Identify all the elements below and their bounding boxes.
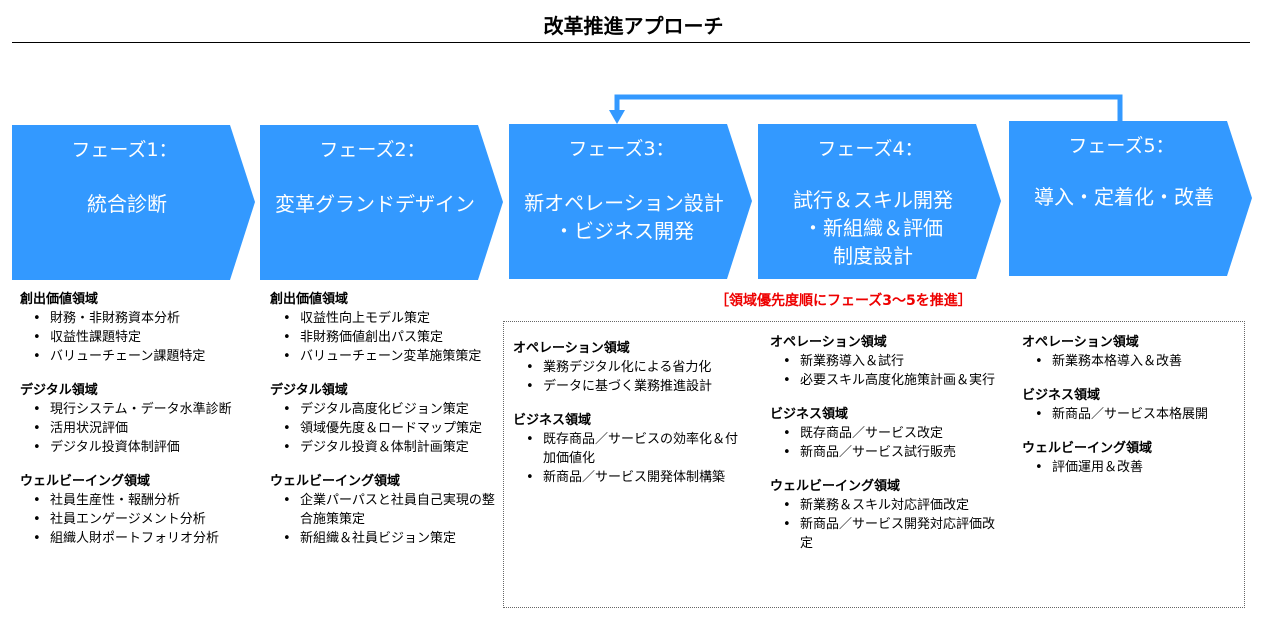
list-item: バリューチェーン課題特定 (20, 347, 245, 366)
list-item: 新業務＆スキル対応評価改定 (770, 496, 995, 515)
list-item: 新業務本格導入＆改善 (1022, 352, 1242, 371)
chevron-shape (509, 124, 752, 279)
domain-heading: ビジネス領域 (513, 413, 592, 428)
list-item: 収益性課題特定 (20, 328, 245, 347)
list-item: 領域優先度＆ロードマップ策定 (270, 419, 495, 438)
list-item: 評価運用＆改善 (1022, 458, 1242, 477)
list-item: 新商品／サービス試行販売 (770, 443, 995, 462)
domain-group: ウェルビーイング領域企業パーパスと社員自己実現の整合施策策定新組織＆社員ビジョン… (270, 472, 495, 548)
phases-3-5-box (503, 321, 1245, 608)
domain-group: デジタル領域現行システム・データ水準診断活用状況評価デジタル投資体制評価 (20, 381, 245, 457)
phase-name: 変革グランドデザイン (275, 192, 475, 216)
domain-heading: 創出価値領域 (20, 292, 99, 307)
phase-label: フェーズ2： (319, 139, 426, 161)
domain-heading: 創出価値領域 (270, 292, 349, 307)
domain-heading: ウェルビーイング領域 (770, 479, 901, 494)
phase-5-details: オペレーション領域新業務本格導入＆改善ビジネス領域新商品／サービス本格展開ウェル… (1022, 333, 1242, 492)
domain-group: ウェルビーイング領域評価運用＆改善 (1022, 439, 1242, 477)
list-item: バリューチェーン変革施策策定 (270, 347, 495, 366)
domain-group: ビジネス領域新商品／サービス本格展開 (1022, 386, 1242, 424)
list-item: デジタル高度化ビジョン策定 (270, 400, 495, 419)
list-item: 企業パーパスと社員自己実現の整合施策策定 (270, 491, 495, 529)
phase-name: 統合診断 (87, 192, 167, 216)
phase-2-chevron: フェーズ2： 変革グランドデザイン (260, 125, 503, 280)
domain-heading: オペレーション領域 (1022, 335, 1139, 350)
list-item: デジタル投資体制評価 (20, 438, 245, 457)
list-item: 業務デジタル化による省力化 (513, 358, 748, 377)
domain-group: オペレーション領域新業務導入＆試行必要スキル高度化施策計画＆実行 (770, 333, 995, 390)
phase-label: フェーズ5： (1068, 135, 1175, 157)
loop-back-arrow (609, 94, 1123, 124)
domain-heading: デジタル領域 (270, 383, 348, 398)
chevron-shape (260, 125, 503, 280)
list-item: 新商品／サービス開発体制構築 (513, 468, 748, 487)
list-item: 新商品／サービス本格展開 (1022, 405, 1242, 424)
chevron-shape (1009, 121, 1252, 276)
domain-heading: オペレーション領域 (513, 341, 630, 356)
chevron-shape (12, 125, 255, 280)
phase-3-chevron: フェーズ3： 新オペレーション設計 ・ビジネス開発 (509, 124, 752, 279)
phase-label: フェーズ4： (817, 138, 924, 160)
phase-3-details: オペレーション領域業務デジタル化による省力化データに基づく業務推進設計ビジネス領… (513, 339, 748, 502)
phase-name: 導入・定着化・改善 (1034, 185, 1214, 209)
list-item: 新業務導入＆試行 (770, 352, 995, 371)
list-item: 収益性向上モデル策定 (270, 309, 495, 328)
list-item: 既存商品／サービスの効率化＆付加価値化 (513, 430, 748, 468)
domain-group: デジタル領域デジタル高度化ビジョン策定領域優先度＆ロードマップ策定デジタル投資＆… (270, 381, 495, 457)
domain-heading: ビジネス領域 (1022, 388, 1101, 403)
domain-group: ビジネス領域既存商品／サービス改定新商品／サービス試行販売 (770, 405, 995, 462)
phase-4-details: オペレーション領域新業務導入＆試行必要スキル高度化施策計画＆実行ビジネス領域既存… (770, 333, 995, 568)
domain-group: 創出価値領域財務・非財務資本分析収益性課題特定バリューチェーン課題特定 (20, 290, 245, 366)
phase-label: フェーズ3： (568, 138, 675, 160)
domain-group: ビジネス領域既存商品／サービスの効率化＆付加価値化新商品／サービス開発体制構築 (513, 411, 748, 487)
list-item: 新商品／サービス開発対応評価改定 (770, 515, 995, 553)
domain-group: 創出価値領域収益性向上モデル策定非財務価値創出パス策定バリューチェーン変革施策策… (270, 290, 495, 366)
domain-heading: オペレーション領域 (770, 335, 887, 350)
domain-group: オペレーション領域業務デジタル化による省力化データに基づく業務推進設計 (513, 339, 748, 396)
title-divider (12, 42, 1250, 43)
domain-group: ウェルビーイング領域社員生産性・報酬分析社員エンゲージメント分析組織人財ポートフ… (20, 472, 245, 548)
domain-heading: ビジネス領域 (770, 407, 849, 422)
list-item: 組織人財ポートフォリオ分析 (20, 529, 245, 548)
chevron-shape (758, 124, 1001, 279)
list-item: データに基づく業務推進設計 (513, 377, 748, 396)
list-item: 既存商品／サービス改定 (770, 424, 995, 443)
phase-5-chevron: フェーズ5： 導入・定着化・改善 (1009, 121, 1252, 276)
phase-name: 試行＆スキル開発 ・新組織＆評価 制度設計 (793, 188, 953, 268)
page-title: 改革推進アプローチ (543, 14, 724, 38)
list-item: 社員エンゲージメント分析 (20, 510, 245, 529)
domain-heading: デジタル領域 (20, 383, 98, 398)
phase-name: 新オペレーション設計 ・ビジネス開発 (524, 191, 724, 243)
list-item: 新組織＆社員ビジョン策定 (270, 529, 495, 548)
phase-1-details: 創出価値領域財務・非財務資本分析収益性課題特定バリューチェーン課題特定デジタル領… (20, 290, 245, 563)
list-item: デジタル投資＆体制計画策定 (270, 438, 495, 457)
list-item: 活用状況評価 (20, 419, 245, 438)
phase-4-chevron: フェーズ4： 試行＆スキル開発 ・新組織＆評価 制度設計 (758, 124, 1001, 279)
domain-heading: ウェルビーイング領域 (20, 474, 151, 489)
domain-heading: ウェルビーイング領域 (270, 474, 401, 489)
priority-note: ［領域優先度順にフェーズ3～5を推進］ (715, 293, 972, 309)
phase-2-details: 創出価値領域収益性向上モデル策定非財務価値創出パス策定バリューチェーン変革施策策… (270, 290, 495, 563)
phase-label: フェーズ1： (71, 139, 178, 161)
domain-group: ウェルビーイング領域新業務＆スキル対応評価改定新商品／サービス開発対応評価改定 (770, 477, 995, 553)
phase-1-chevron: フェーズ1： 統合診断 (12, 125, 255, 280)
list-item: 必要スキル高度化施策計画＆実行 (770, 371, 995, 390)
list-item: 財務・非財務資本分析 (20, 309, 245, 328)
domain-group: オペレーション領域新業務本格導入＆改善 (1022, 333, 1242, 371)
list-item: 社員生産性・報酬分析 (20, 491, 245, 510)
domain-heading: ウェルビーイング領域 (1022, 441, 1153, 456)
list-item: 非財務価値創出パス策定 (270, 328, 495, 347)
list-item: 現行システム・データ水準診断 (20, 400, 245, 419)
